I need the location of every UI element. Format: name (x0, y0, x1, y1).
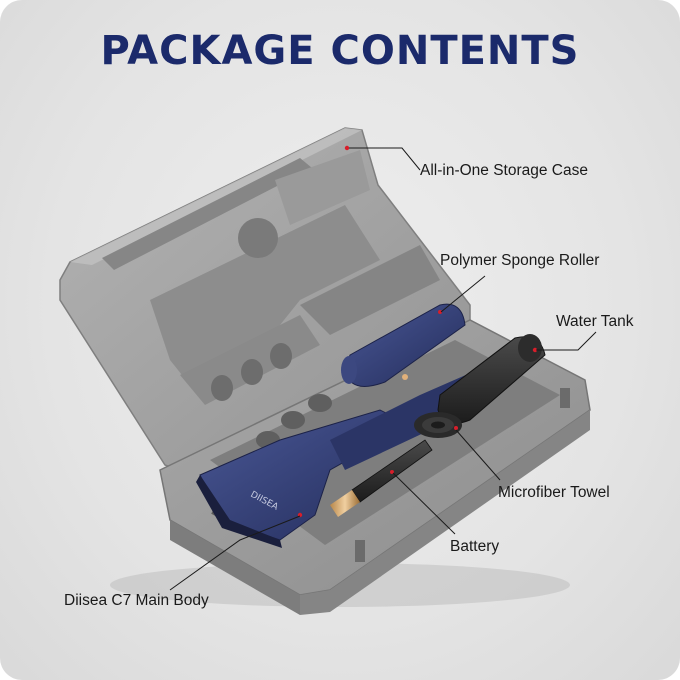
sponge-roller-device (341, 303, 466, 387)
leader-microfiber-towel (455, 429, 501, 481)
page-title: PACKAGE CONTENTS (100, 28, 580, 74)
towel-marker-dot (454, 426, 458, 430)
microfiber-towel-label: Microfiber Towel (498, 484, 610, 501)
storage-case-label: All-in-One Storage Case (420, 162, 588, 179)
battery-label: Battery (450, 538, 500, 555)
microfiber-towel-item (414, 412, 462, 438)
battery-item (330, 439, 433, 517)
leader-main-body (169, 515, 301, 591)
water-tank-marker-dot (532, 347, 538, 353)
main-body-label: Diisea C7 Main Body (64, 592, 209, 609)
sponge-roller-label: Polymer Sponge Roller (440, 252, 600, 269)
leader-storage-case (349, 147, 421, 171)
sponge-roller-marker-dot (438, 310, 442, 314)
water-tank-label: Water Tank (556, 313, 634, 330)
case-lid (59, 127, 471, 471)
storage-case-marker-dot (344, 145, 350, 151)
callout-lines (169, 147, 597, 591)
leader-battery (392, 472, 456, 535)
leader-sponge-roller (440, 275, 486, 313)
leader-water-tank (536, 331, 597, 351)
